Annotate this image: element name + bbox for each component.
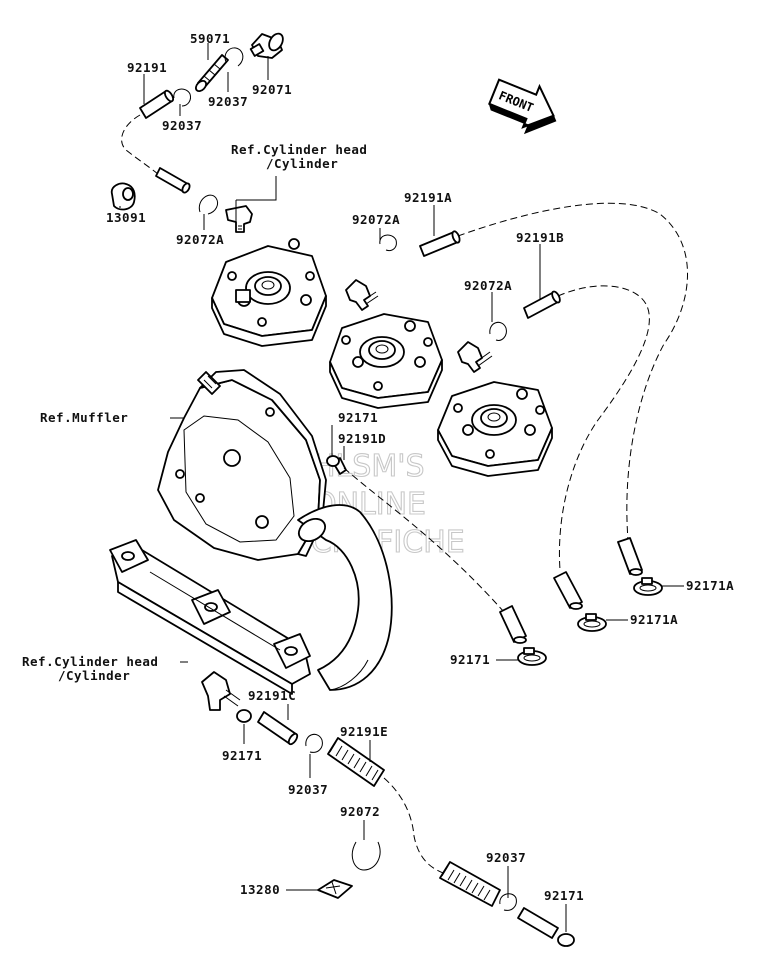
elbow-fitting-2 [345, 279, 379, 311]
clamp-92171-br [557, 933, 575, 947]
clip-92037-mid [173, 88, 191, 107]
hose-92171A-1 [617, 537, 643, 576]
hose-92171-lower [499, 605, 527, 644]
spring-hose-92191E-1 [327, 737, 385, 787]
clamp-92171-lower [517, 647, 547, 666]
label-13280: 13280 [240, 882, 280, 897]
label-92072A-2: 92072A [352, 212, 400, 227]
label-92191A: 92191A [404, 190, 452, 205]
clamp-92171A-2 [577, 613, 607, 632]
label-92171A-1: 92171A [686, 578, 734, 593]
exhaust-manifold [109, 539, 311, 695]
clip-92037-top [224, 47, 244, 67]
elbow-fitting-1 [225, 205, 253, 233]
hose-92191-lower [155, 167, 191, 194]
label-92072: 92072 [340, 804, 380, 819]
label-ref-cylinder-top-2: /Cylinder [266, 156, 338, 171]
label-ref-cylinder-top-1: Ref.Cylinder head [231, 142, 367, 157]
hose-92191A [419, 230, 461, 257]
cylinder-head-3 [437, 381, 553, 477]
hose-92191-top [139, 89, 175, 119]
label-92071: 92071 [252, 82, 292, 97]
label-92171-a: 92171 [338, 410, 378, 425]
hose-92191C [257, 711, 299, 746]
watermark-line-1: HLSM'S [313, 449, 425, 484]
leader-lines [119, 43, 684, 932]
label-92191C: 92191C [248, 688, 296, 703]
label-92072A-3: 92072A [464, 278, 512, 293]
fitting-92071 [249, 32, 284, 59]
label-92191D: 92191D [338, 431, 386, 446]
hose-92191B [523, 290, 561, 319]
clamp-92171A-1 [633, 577, 663, 596]
label-92171A-2: 92171A [630, 612, 678, 627]
clip-92037-br [499, 893, 517, 911]
manifold-fitting [201, 671, 241, 711]
muffler-nipple [197, 371, 221, 395]
bolt-59071 [195, 54, 229, 92]
pad-13280 [317, 879, 353, 899]
label-92072A-1: 92072A [176, 232, 224, 247]
exhaust-pipe-bend [297, 504, 393, 691]
spring-hose-92191E-2 [439, 861, 501, 907]
label-92191: 92191 [127, 60, 167, 75]
label-ref-cylinder-bottom-2: /Cylinder [58, 668, 130, 683]
hose-92171A-2 [553, 571, 583, 610]
elbow-fitting-3 [457, 341, 493, 373]
clip-92037-bottom [305, 733, 323, 753]
label-ref-cylinder-bottom-1: Ref.Cylinder head [22, 654, 158, 669]
part-labels: 59071 92191 92037 92071 92037 Ref.Cylind… [22, 31, 734, 903]
label-92037-top: 92037 [208, 94, 248, 109]
clip-92072A-3 [489, 321, 507, 341]
label-92171-br: 92171 [544, 888, 584, 903]
front-arrow-icon: FRONT [488, 78, 557, 135]
clip-92072 [351, 841, 381, 871]
cylinder-head-1 [211, 238, 327, 347]
clamp-92171-upper [326, 455, 340, 467]
label-59071: 59071 [190, 31, 230, 46]
cap-13091 [110, 182, 136, 211]
cylinder-head-2 [329, 313, 443, 409]
label-92037-mid: 92037 [162, 118, 202, 133]
hose-92171-br [517, 907, 559, 939]
clamp-92171-left [236, 709, 252, 723]
clip-92072A-2 [379, 234, 397, 251]
clip-92072A-top [198, 194, 219, 215]
label-92191B: 92191B [516, 230, 564, 245]
label-13091: 13091 [106, 210, 146, 225]
label-92171-b: 92171 [450, 652, 490, 667]
label-ref-muffler: Ref.Muffler [40, 410, 128, 425]
muffler [157, 369, 327, 561]
label-92191E: 92191E [340, 724, 388, 739]
label-92037-bottom: 92037 [288, 782, 328, 797]
label-92037-br: 92037 [486, 850, 526, 865]
label-92171-c: 92171 [222, 748, 262, 763]
